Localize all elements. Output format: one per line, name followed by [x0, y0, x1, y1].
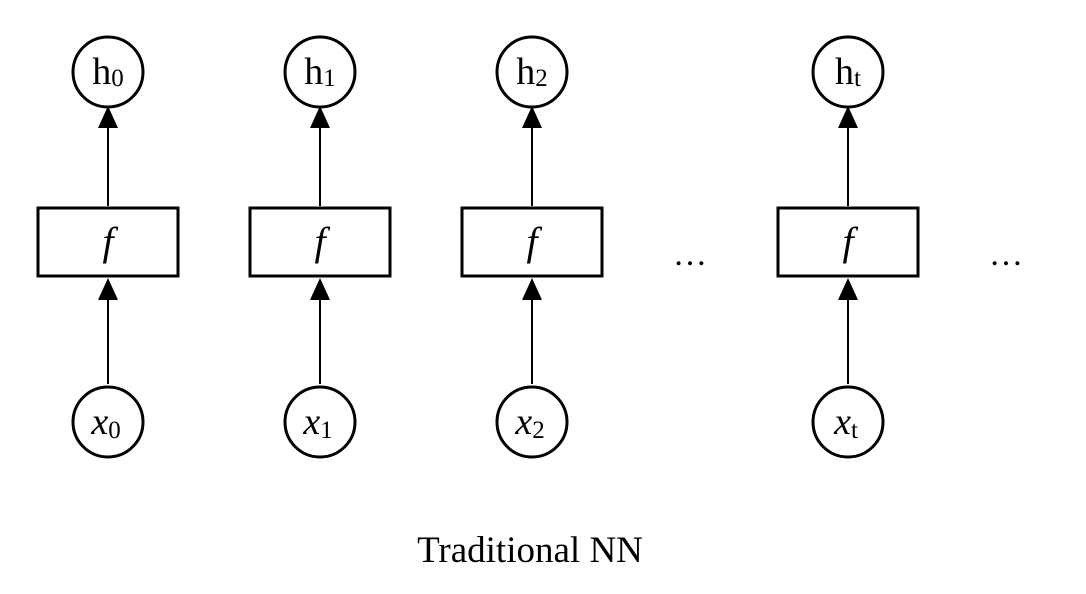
- unit-column-1: h1 f x1: [248, 35, 392, 459]
- output-node-h2-label: h2: [516, 51, 548, 93]
- unit-column-0: h0 f x0: [36, 35, 180, 459]
- output-node-h0-label: h0: [92, 51, 124, 93]
- ellipsis-middle: …: [673, 236, 707, 273]
- input-node-x0-subscript: 0: [108, 417, 121, 444]
- ellipsis-trailing: …: [989, 236, 1023, 273]
- diagram-caption: Traditional NN: [417, 530, 643, 571]
- arrow-head-to-h2: [522, 106, 542, 128]
- arrow-head-to-ht: [838, 106, 858, 128]
- output-node-ht-label: ht: [835, 51, 861, 93]
- input-node-x2: [495, 385, 569, 459]
- input-node-x1-base: x: [302, 401, 320, 443]
- output-node-ht-subscript: t: [854, 65, 861, 92]
- input-node-xt-label: xt: [833, 401, 858, 444]
- input-node-xt-subscript: t: [851, 417, 858, 444]
- function-box-0: [36, 206, 180, 278]
- input-node-x0-label: x0: [90, 401, 120, 444]
- input-node-x1-subscript: 1: [320, 417, 333, 444]
- output-node-ht-base: h: [835, 51, 854, 93]
- input-node-xt: [811, 385, 885, 459]
- output-node-h1-base: h: [304, 51, 323, 93]
- output-node-h2-subscript: 2: [535, 65, 548, 92]
- arrow-head-to-h1: [310, 106, 330, 128]
- arrow-head-to-f2: [522, 278, 542, 300]
- function-box-2: [460, 206, 604, 278]
- input-node-x0-base: x: [90, 401, 108, 443]
- output-node-h2-base: h: [516, 51, 535, 93]
- input-node-x1-label: x1: [302, 401, 332, 444]
- output-node-h0-base: h: [92, 51, 111, 93]
- output-node-h1-label: h1: [304, 51, 336, 93]
- input-node-x2-label: x2: [514, 401, 544, 444]
- arrow-head-to-f1: [310, 278, 330, 300]
- input-node-x1: [283, 385, 357, 459]
- input-node-x0: [71, 385, 145, 459]
- function-box-1: [248, 206, 392, 278]
- unit-column-2: h2 f x2: [460, 35, 604, 459]
- function-box-t: [776, 206, 920, 278]
- input-node-x2-subscript: 2: [532, 417, 545, 444]
- output-node-h1-subscript: 1: [323, 65, 336, 92]
- arrow-head-to-ft: [838, 278, 858, 300]
- arrow-head-to-f0: [98, 278, 118, 300]
- input-node-xt-base: x: [833, 401, 851, 443]
- input-node-x2-base: x: [514, 401, 532, 443]
- arrow-head-to-h0: [98, 106, 118, 128]
- output-node-h0-subscript: 0: [111, 65, 124, 92]
- unit-column-t: ht f xt: [776, 35, 920, 459]
